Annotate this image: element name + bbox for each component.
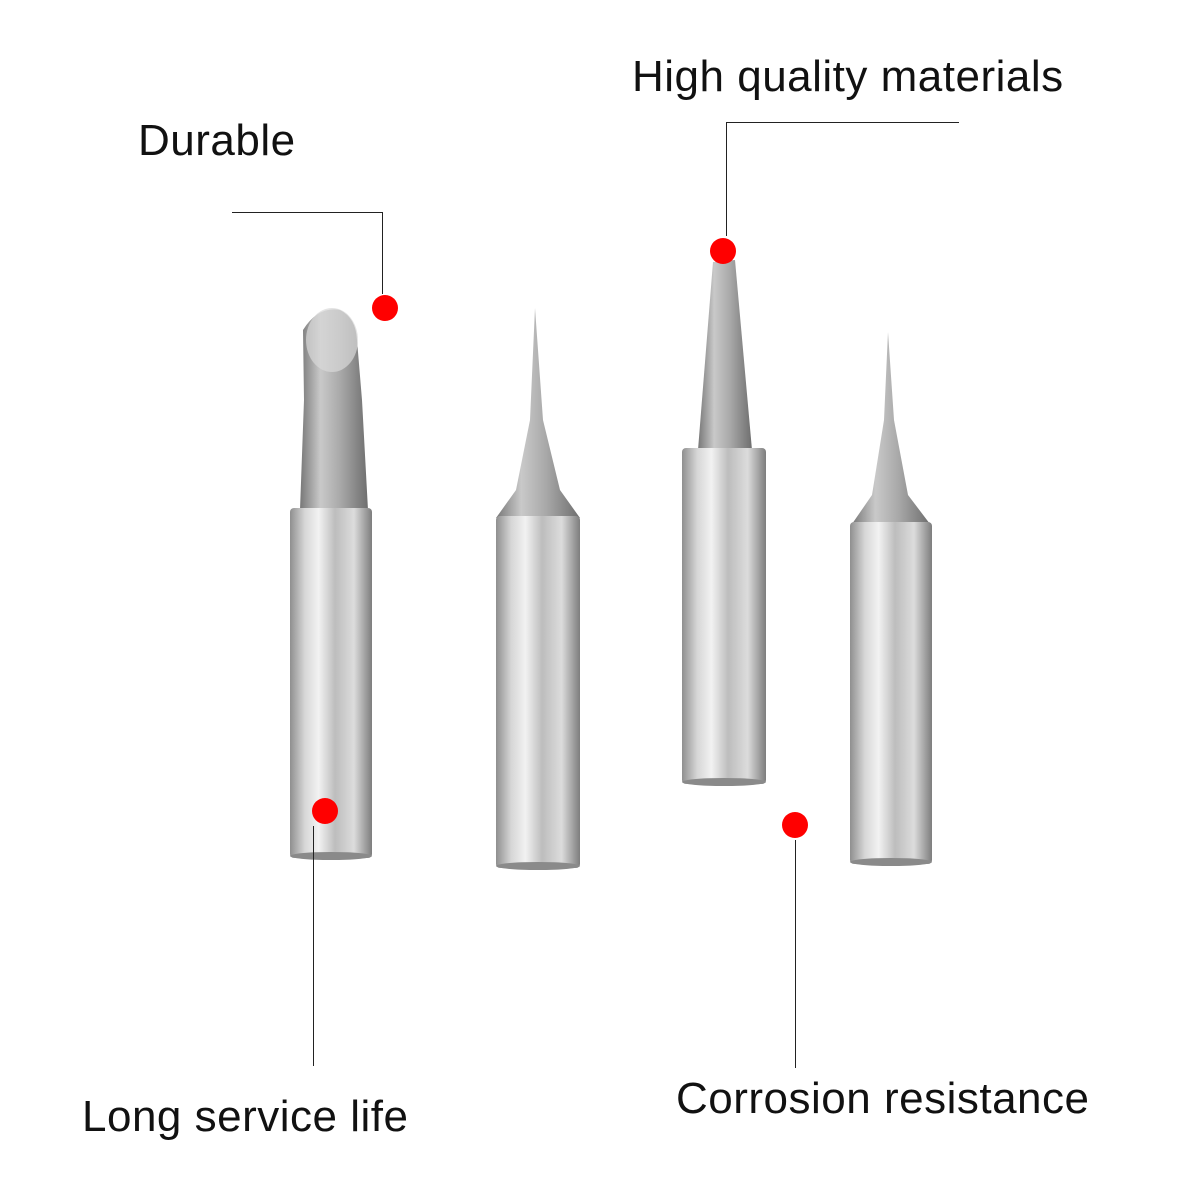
conical-fine-tip	[496, 308, 580, 870]
callout-corrosion-line-vertical	[795, 840, 796, 1068]
callout-durable-line-horizontal	[232, 212, 383, 213]
callout-high-quality-label: High quality materials	[632, 52, 1064, 101]
callout-long-life-line-vertical	[313, 826, 314, 1066]
bevel-tip	[290, 308, 372, 860]
callout-corrosion-marker	[782, 812, 808, 838]
callout-durable-line-vertical	[382, 212, 383, 294]
callout-long-life-marker	[312, 798, 338, 824]
callout-high-quality-line-horizontal	[726, 122, 959, 123]
callout-high-quality-marker	[710, 238, 736, 264]
callout-long-life-label: Long service life	[82, 1092, 409, 1141]
callout-durable-label: Durable	[138, 116, 296, 165]
callout-corrosion-label: Corrosion resistance	[676, 1074, 1090, 1123]
callout-durable-marker	[372, 295, 398, 321]
needle-tip	[850, 332, 932, 866]
chisel-tip	[682, 260, 766, 786]
callout-high-quality-line-vertical	[726, 122, 727, 236]
